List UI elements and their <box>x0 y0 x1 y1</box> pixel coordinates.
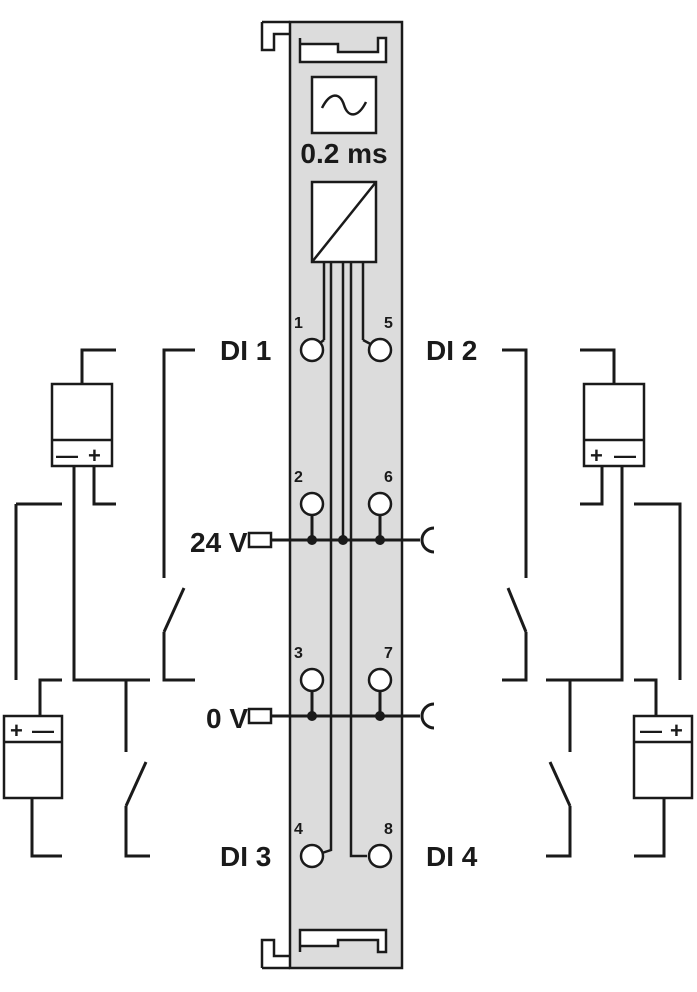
di1-sensor <box>50 382 114 468</box>
terminal-7[interactable] <box>367 667 393 693</box>
supply-rail <box>247 515 435 554</box>
di1-circuit <box>14 348 195 682</box>
di2-sensor-plus: + <box>590 443 603 468</box>
terminal-number: 2 <box>294 469 303 486</box>
channel-label-di2: DI 2 <box>426 335 477 366</box>
terminal-number: 3 <box>294 645 303 662</box>
di1-sensor-minus: — <box>56 443 78 468</box>
terminal-5[interactable] <box>367 337 393 363</box>
terminal-4[interactable] <box>299 843 325 869</box>
terminal-3[interactable] <box>299 667 325 693</box>
terminal-number: 1 <box>294 315 303 332</box>
ground-rail <box>247 691 435 730</box>
terminal-numbers: 1 5 2 6 3 7 4 8 <box>294 315 393 838</box>
filter-symbol <box>310 75 378 135</box>
di3-sensor-plus: + <box>10 718 23 743</box>
di3-sensor <box>2 714 64 800</box>
channel-label-di1: DI 1 <box>220 335 271 366</box>
terminal-number: 4 <box>294 821 303 838</box>
channel-label-di4: DI 4 <box>426 841 478 872</box>
terminal-number: 6 <box>384 469 393 486</box>
terminal-number: 8 <box>384 821 393 838</box>
di4-sensor-plus: + <box>670 718 683 743</box>
di2-sensor-minus: — <box>614 443 636 468</box>
filter-time-label: 0.2 ms <box>300 138 387 169</box>
ground-voltage-label: 0 V <box>206 703 248 734</box>
di1-sensor-plus: + <box>88 443 101 468</box>
isolation-symbol <box>310 180 378 264</box>
channel-label-di3: DI 3 <box>220 841 271 872</box>
terminal-1[interactable] <box>299 337 325 363</box>
supply-voltage-label: 24 V <box>190 527 248 558</box>
di4-sensor-minus: — <box>640 718 662 743</box>
di4-circuit <box>546 678 694 858</box>
di3-sensor-minus: — <box>32 718 54 743</box>
terminal-2[interactable] <box>299 491 325 517</box>
di3-circuit <box>2 678 150 858</box>
terminal-8[interactable] <box>367 843 393 869</box>
terminal-6[interactable] <box>367 491 393 517</box>
terminal-number: 5 <box>384 315 393 332</box>
terminal-number: 7 <box>384 645 393 662</box>
di2-circuit <box>502 348 682 682</box>
